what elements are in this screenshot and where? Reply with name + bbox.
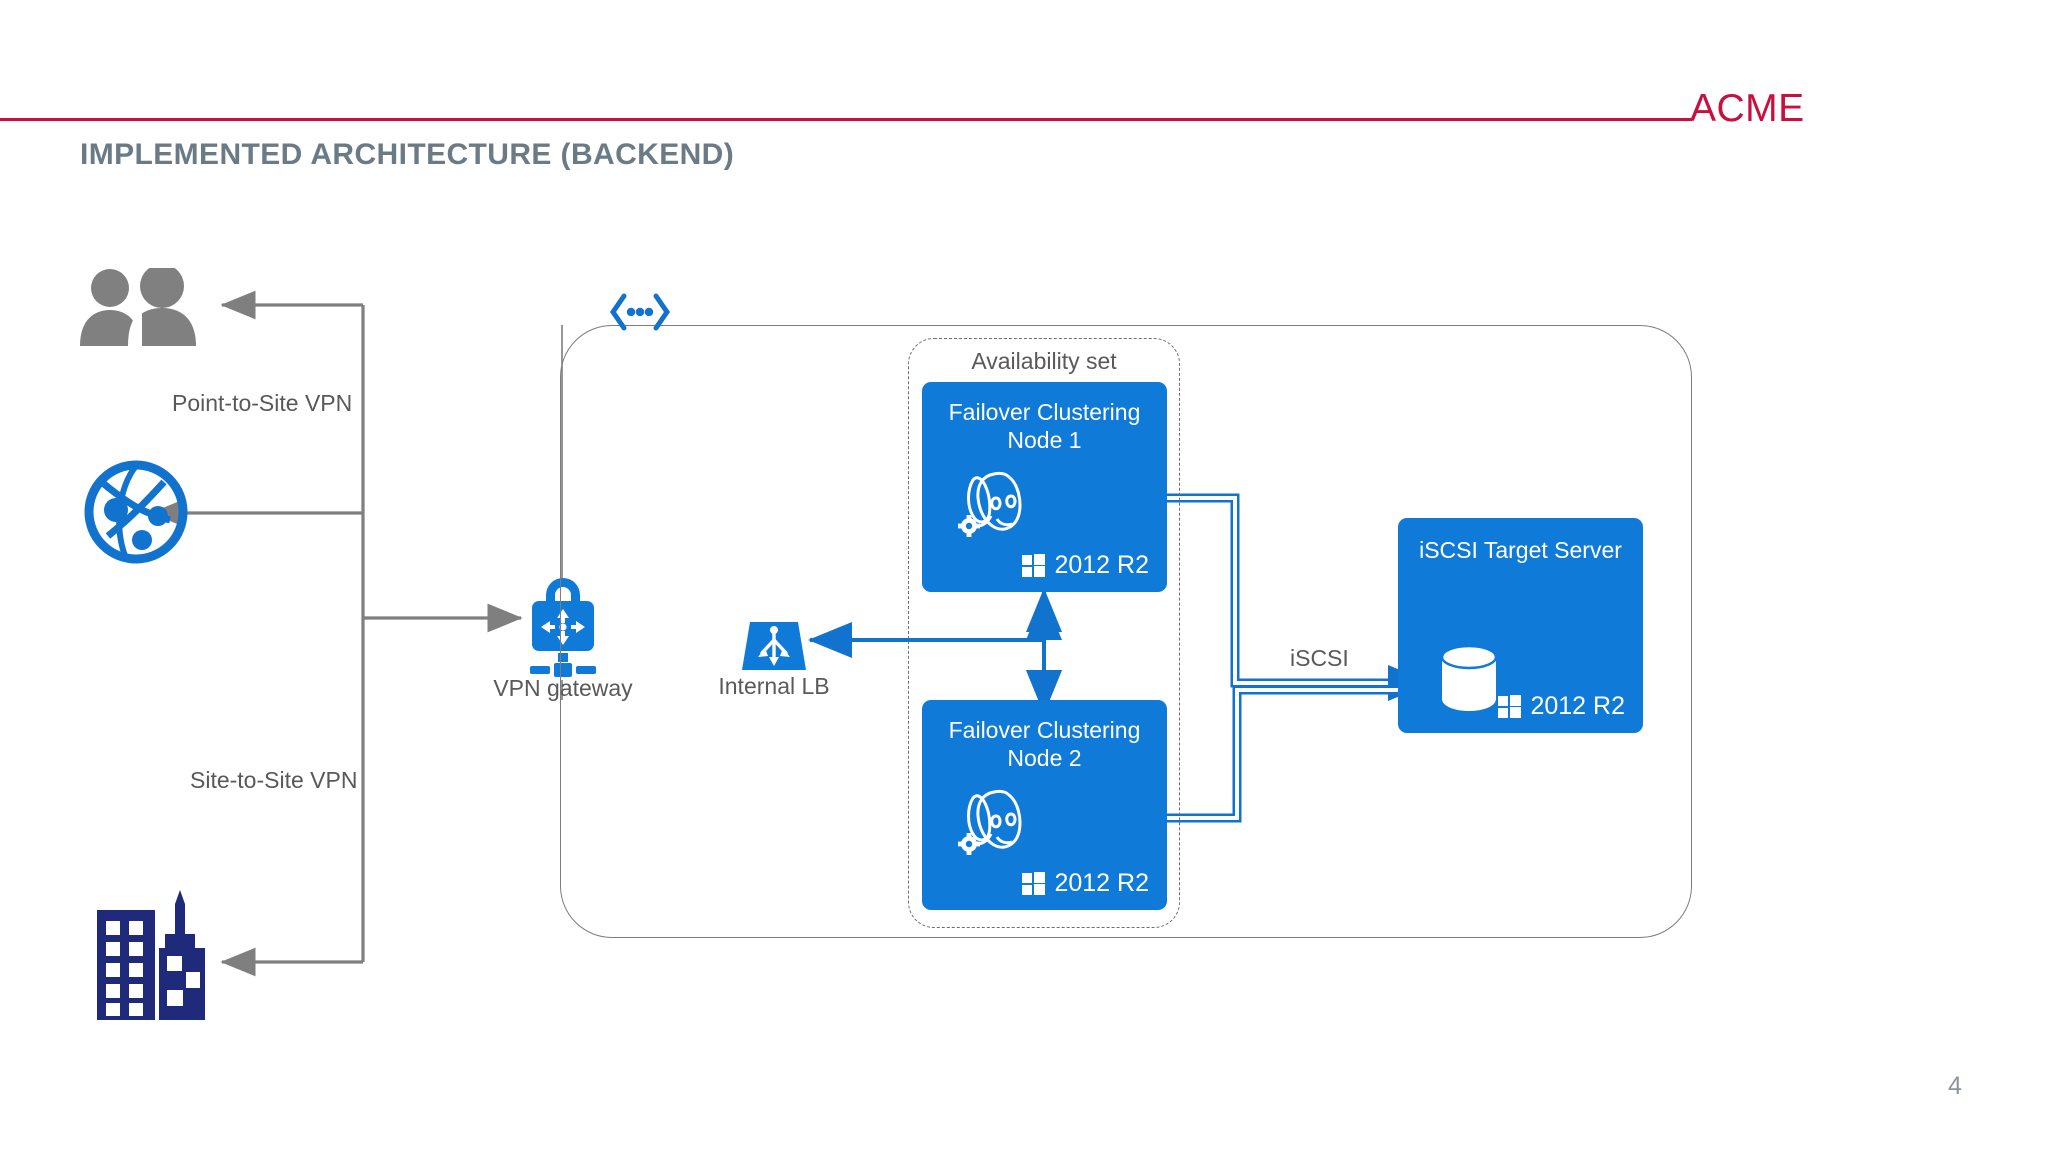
storage-server-title: iSCSI Target Server xyxy=(1419,537,1622,563)
vm-title-line2: Node 1 xyxy=(1007,427,1082,453)
brand-logo: ACME xyxy=(1690,87,1805,130)
os-badge-node-2: 2012 R2 xyxy=(1022,869,1149,898)
vm-card-iscsi-target-server[interactable]: iSCSI Target Server 2012 R2 xyxy=(1398,518,1643,733)
availability-set-label: Availability set xyxy=(971,348,1117,374)
vm-card-failover-node-1[interactable]: Failover Clustering Node 1 xyxy=(922,382,1167,592)
vm-title-line2: Node 2 xyxy=(1007,745,1082,771)
users-icon xyxy=(78,264,208,351)
page-number: 4 xyxy=(1948,1072,1962,1100)
vpn-gateway-lock-icon xyxy=(524,573,602,688)
postgresql-elephant-icon xyxy=(950,782,1040,863)
office-buildings-icon xyxy=(95,890,207,1025)
vm-title-line1: Failover Clustering xyxy=(948,399,1141,425)
load-balancer-icon xyxy=(740,620,808,677)
postgresql-elephant-icon xyxy=(950,464,1040,545)
vm-title-line1: Failover Clustering xyxy=(948,717,1141,743)
virtual-network-boundary xyxy=(560,325,1692,938)
os-version-label: 2012 R2 xyxy=(1054,551,1149,579)
vpn-gateway-label: VPN gateway xyxy=(493,675,633,701)
os-badge-node-1: 2012 R2 xyxy=(1022,551,1149,580)
os-badge-storage: 2012 R2 xyxy=(1498,692,1625,721)
os-version-label: 2012 R2 xyxy=(1530,692,1625,720)
iscsi-label: iSCSI xyxy=(1290,645,1349,671)
virtual-network-marker-icon xyxy=(608,290,672,339)
availability-set-boundary xyxy=(908,338,1180,928)
database-cylinder-icon xyxy=(1438,643,1500,718)
site-to-site-vpn-label: Site-to-Site VPN xyxy=(190,767,358,793)
page-title: IMPLEMENTED ARCHITECTURE (BACKEND) xyxy=(80,138,735,171)
os-version-label: 2012 R2 xyxy=(1054,869,1149,897)
internal-lb-label: Internal LB xyxy=(718,673,830,699)
point-to-site-vpn-label: Point-to-Site VPN xyxy=(172,390,353,416)
windows-logo-icon xyxy=(1022,872,1046,895)
header-accent-rule xyxy=(0,118,1692,121)
windows-logo-icon xyxy=(1498,695,1522,718)
vm-card-failover-node-2[interactable]: Failover Clustering Node 2 xyxy=(922,700,1167,910)
windows-logo-icon xyxy=(1022,554,1046,577)
azure-virtual-network-icon xyxy=(82,458,190,571)
